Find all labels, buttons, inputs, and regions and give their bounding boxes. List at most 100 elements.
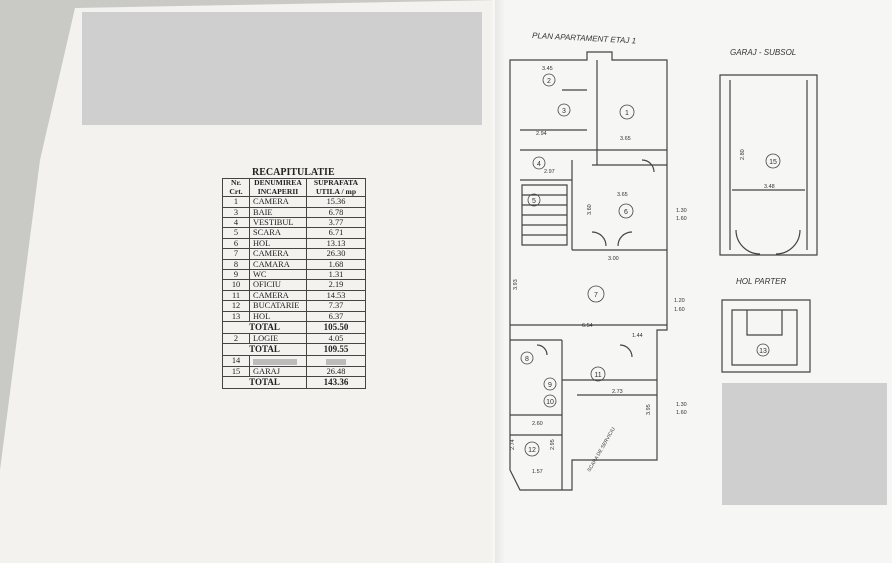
total-label: TOTAL [222, 343, 307, 357]
garage-door-swings [735, 229, 801, 255]
dim-label: 1.30 [676, 402, 687, 408]
dim-label: 1.44 [632, 333, 643, 339]
room-number-12: 12 [528, 447, 536, 454]
room-number-1: 1 [625, 110, 629, 117]
room-circle-10 [543, 394, 557, 408]
room-number-2: 2 [547, 78, 551, 85]
room-circle-7 [587, 285, 605, 303]
row-name: HOL [249, 237, 307, 250]
room-number-3: 3 [562, 108, 566, 115]
row-nr: 6 [222, 237, 250, 250]
row-name: WC [249, 269, 307, 281]
dim-label: 2.97 [544, 169, 555, 175]
table-row: 15 GARAJ 26.48 [222, 365, 366, 378]
room-circle-3 [557, 103, 571, 117]
row-area: 4.05 [306, 333, 366, 345]
row-area: 15.36 [306, 196, 366, 208]
garage-title: GARAJ - SUBSOL [730, 48, 796, 57]
dim-label: 1.60 [676, 410, 687, 416]
dim-label: 1.20 [674, 298, 685, 304]
total-value: 109.55 [306, 343, 366, 357]
room-number-15: 15 [769, 159, 777, 166]
plan-title: PLAN APARTAMENT ETAJ 1 [532, 31, 636, 45]
total-value: 143.36 [306, 376, 366, 390]
room-number-11: 11 [594, 372, 601, 379]
row-name-obscured [249, 355, 307, 367]
row-name: GARAJ [249, 365, 307, 378]
row-nr: 2 [222, 333, 250, 345]
dim-label: 2.74 [510, 439, 516, 450]
total-label: TOTAL [222, 321, 307, 335]
dim-label: 2.80 [740, 149, 746, 160]
dim-label: 1.60 [674, 307, 685, 313]
dim-label: 3.95 [646, 404, 652, 415]
table-row: 14 [222, 355, 366, 367]
row-name: SCARA [249, 227, 307, 239]
table-row: 2 LOGIE 4.05 [222, 333, 366, 345]
hol-title: HOL PARTER [736, 277, 786, 286]
row-nr: 9 [222, 269, 250, 281]
room-number-4: 4 [537, 161, 541, 168]
room-circle-4 [532, 156, 546, 170]
dim-label: 3.60 [587, 204, 593, 215]
total-row: TOTAL 105.50 [222, 321, 366, 335]
row-area: 6.78 [306, 206, 366, 219]
recap-table: Nr. Crt. DENUMIREA INCAPERII SUPRAFATA U… [222, 177, 366, 390]
room-circle-8 [520, 351, 534, 365]
row-nr: 15 [222, 365, 250, 378]
floor-plan: 2 3 1 4 5 6 7 8 9 10 11 12 13 15 PLAN AP… [509, 31, 818, 491]
room-number-13: 13 [759, 348, 767, 355]
room-circle-11 [590, 366, 606, 382]
dim-label: 1.30 [676, 208, 687, 214]
dim-label: 3.45 [542, 66, 553, 72]
row-name: CAMERA [249, 248, 307, 260]
redacted-block-bottom-right [722, 383, 887, 505]
stair-note: SCARA DE SERVICIU [587, 426, 617, 473]
row-name: BUCATARIE [249, 300, 307, 312]
dim-label: 1.57 [532, 469, 543, 475]
row-nr: 14 [222, 355, 250, 367]
row-area: 7.37 [306, 300, 366, 312]
room-circle-6 [618, 203, 634, 219]
header-nr: Nr. Crt. [222, 177, 250, 198]
row-name: CAMERA [249, 196, 307, 208]
total-label: TOTAL [222, 376, 307, 390]
dim-label: 3.65 [620, 136, 631, 142]
row-area-obscured [306, 355, 366, 367]
room-number-10: 10 [546, 399, 554, 406]
dim-label: 2.60 [532, 421, 543, 427]
room-circle-12 [524, 441, 540, 457]
row-area: 6.71 [306, 227, 366, 239]
room-number-6: 6 [624, 209, 628, 216]
room-circle-5 [527, 193, 541, 207]
total-row: TOTAL 109.55 [222, 343, 366, 357]
room-circle-9 [543, 377, 557, 391]
total-row: TOTAL 143.36 [222, 376, 366, 390]
row-nr: 1 [222, 196, 250, 208]
row-nr: 4 [222, 216, 250, 229]
row-nr: 7 [222, 248, 250, 260]
total-value: 105.50 [306, 321, 366, 335]
row-nr: 12 [222, 300, 250, 312]
row-name: OFICIU [249, 279, 307, 291]
room-number-9: 9 [548, 382, 552, 389]
row-nr: 11 [222, 289, 250, 302]
dim-label: 3.65 [617, 192, 628, 198]
dim-label: 2.95 [550, 439, 556, 450]
room-number-5: 5 [532, 198, 536, 205]
dim-label: 2.73 [612, 389, 623, 395]
interior-walls [510, 60, 667, 490]
door-swings [536, 159, 655, 358]
header-area: SUPRAFATA UTILA / mp [306, 177, 366, 198]
dim-label: 3.00 [608, 256, 619, 262]
row-nr: 8 [222, 258, 250, 271]
dim-label: 6.54 [582, 323, 593, 329]
room-circle-15 [765, 153, 781, 169]
row-area: 26.30 [306, 248, 366, 260]
